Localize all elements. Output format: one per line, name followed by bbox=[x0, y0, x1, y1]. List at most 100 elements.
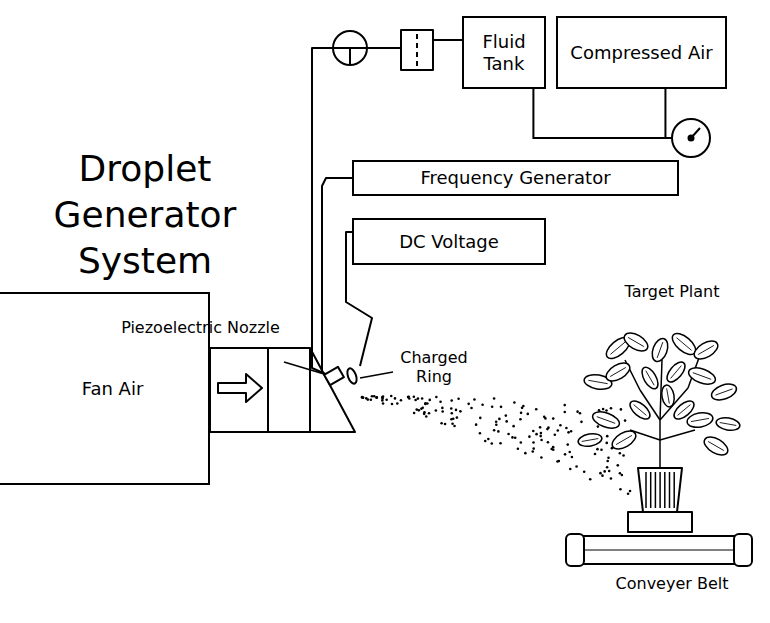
fluid-pipe bbox=[433, 39, 462, 41]
pot-stripe bbox=[650, 472, 652, 508]
spray-droplet bbox=[540, 439, 543, 442]
leaf-vein bbox=[678, 405, 691, 416]
spray-droplet bbox=[467, 403, 470, 406]
spray-droplet bbox=[391, 403, 394, 406]
spray-droplet bbox=[512, 425, 515, 428]
plant-leaf bbox=[686, 411, 714, 429]
spray-droplet bbox=[507, 433, 510, 436]
diagram-title: Droplet Generator System bbox=[40, 146, 250, 284]
charged-ring bbox=[346, 367, 359, 385]
leaf-vein bbox=[691, 418, 709, 421]
spray-droplet bbox=[484, 440, 487, 443]
spray-droplet bbox=[424, 402, 427, 405]
spray-droplet bbox=[435, 396, 438, 399]
spray-droplet bbox=[451, 422, 454, 425]
spray-droplet bbox=[568, 451, 571, 454]
spray-droplet bbox=[370, 398, 373, 401]
filter-symbol bbox=[401, 30, 433, 70]
spray-droplet bbox=[558, 460, 561, 463]
spray-droplet bbox=[413, 396, 416, 399]
spray-droplet bbox=[600, 448, 603, 451]
spray-droplet bbox=[602, 408, 605, 411]
conveyor-platform bbox=[628, 512, 692, 532]
spray-droplet bbox=[439, 400, 442, 403]
spray-droplet bbox=[610, 407, 613, 410]
spray-droplet bbox=[622, 454, 625, 457]
spray-droplet bbox=[487, 438, 490, 441]
spray-droplet bbox=[589, 478, 592, 481]
spray-droplet bbox=[479, 417, 482, 420]
spray-droplet bbox=[576, 410, 579, 413]
plant-stem bbox=[660, 430, 695, 440]
plant-leaf bbox=[660, 384, 676, 408]
spray-droplet bbox=[421, 407, 424, 410]
spray-droplet bbox=[616, 464, 619, 467]
part-label: Target Plant bbox=[622, 282, 722, 301]
spray-droplet bbox=[539, 426, 542, 429]
spray-droplet bbox=[571, 456, 574, 459]
spray-droplet bbox=[376, 396, 379, 399]
spray-droplet bbox=[603, 470, 606, 473]
spray-droplet bbox=[382, 395, 385, 398]
spray-droplet bbox=[498, 418, 501, 421]
spray-droplet bbox=[606, 460, 609, 463]
filter-element bbox=[416, 34, 418, 66]
air-nozzle bbox=[310, 348, 355, 432]
spray-droplet bbox=[540, 432, 543, 435]
spray-droplet bbox=[532, 441, 535, 444]
spray-droplet bbox=[520, 441, 523, 444]
spray-droplet bbox=[532, 430, 535, 433]
spray-droplet bbox=[557, 429, 560, 432]
spray-droplet bbox=[605, 409, 608, 412]
plant-leaf bbox=[715, 416, 741, 432]
spray-droplet bbox=[550, 448, 553, 451]
plant-pot bbox=[638, 468, 682, 512]
spray-droplet bbox=[362, 396, 365, 399]
spray-droplet bbox=[450, 407, 453, 410]
dc-voltage-supply: DC Voltage bbox=[352, 218, 546, 265]
spray-droplet bbox=[493, 397, 496, 400]
spray-droplet bbox=[583, 470, 586, 473]
spray-droplet bbox=[607, 456, 610, 459]
spray-droplet bbox=[629, 490, 632, 493]
piezo-nozzle bbox=[324, 367, 344, 385]
leaf-vein bbox=[671, 366, 682, 379]
leader-line bbox=[284, 362, 324, 374]
spray-droplet bbox=[459, 410, 462, 413]
spray-droplet bbox=[599, 472, 602, 475]
spray-droplet bbox=[610, 477, 613, 480]
spray-droplet bbox=[597, 425, 600, 428]
spray-droplet bbox=[539, 435, 542, 438]
plant-stem bbox=[659, 420, 661, 468]
leaf-vein bbox=[588, 380, 607, 383]
spray-droplet bbox=[575, 465, 578, 468]
box-label: Fan Air bbox=[78, 378, 148, 400]
spray-droplet bbox=[563, 404, 566, 407]
spray-droplet bbox=[421, 397, 424, 400]
spray-droplet bbox=[396, 402, 399, 405]
spray-droplet bbox=[444, 423, 447, 426]
spray-droplet bbox=[456, 416, 459, 419]
spray-droplet bbox=[450, 412, 453, 415]
box-label: DC Voltage bbox=[395, 231, 503, 253]
plant-leaf bbox=[664, 359, 689, 385]
plant-leaf bbox=[649, 336, 670, 363]
spray-droplet bbox=[425, 415, 428, 418]
spray-droplet bbox=[455, 409, 458, 412]
plant-leaf bbox=[686, 365, 717, 388]
spray-droplet bbox=[565, 427, 568, 430]
spray-droplet bbox=[540, 456, 543, 459]
spray-droplet bbox=[522, 405, 525, 408]
spray-droplet bbox=[424, 403, 427, 406]
part-label: Charged Ring bbox=[394, 348, 474, 386]
spray-droplet bbox=[619, 488, 622, 491]
spray-droplet bbox=[371, 395, 374, 398]
spray-droplet bbox=[381, 396, 384, 399]
conveyor-belt bbox=[578, 536, 738, 564]
spray-droplet bbox=[375, 396, 378, 399]
spray-droplet bbox=[495, 420, 498, 423]
spray-droplet bbox=[505, 414, 508, 417]
box-label: Fluid Tank bbox=[465, 31, 543, 74]
spray-droplet bbox=[627, 492, 630, 495]
leaf-vein bbox=[616, 435, 632, 444]
